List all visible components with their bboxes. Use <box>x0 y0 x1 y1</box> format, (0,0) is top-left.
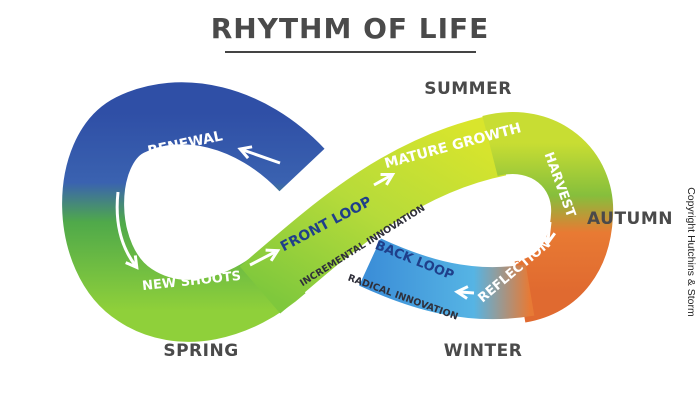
band-right-loop <box>482 112 614 323</box>
arrow-front-loop-icon <box>373 172 396 187</box>
band-back-loop <box>359 238 535 320</box>
arrow-new-shoots-icon <box>249 248 281 267</box>
diagram-title: RHYTHM OF LIFE <box>211 12 490 45</box>
arrow-down-left-icon <box>115 191 139 270</box>
copyright-notice: Copyright Hutchins & Storm <box>685 187 697 317</box>
arrow-renewal-icon <box>237 145 281 165</box>
season-spring: SPRING <box>163 341 238 361</box>
arrow-harvest-icon <box>541 221 557 246</box>
season-autumn: AUTUMN <box>587 209 673 229</box>
arrow-reflection-icon <box>453 285 475 300</box>
season-winter: WINTER <box>444 341 523 361</box>
band-crossing <box>239 114 507 314</box>
season-summer: SUMMER <box>424 79 512 99</box>
band-left-loop <box>62 82 325 342</box>
